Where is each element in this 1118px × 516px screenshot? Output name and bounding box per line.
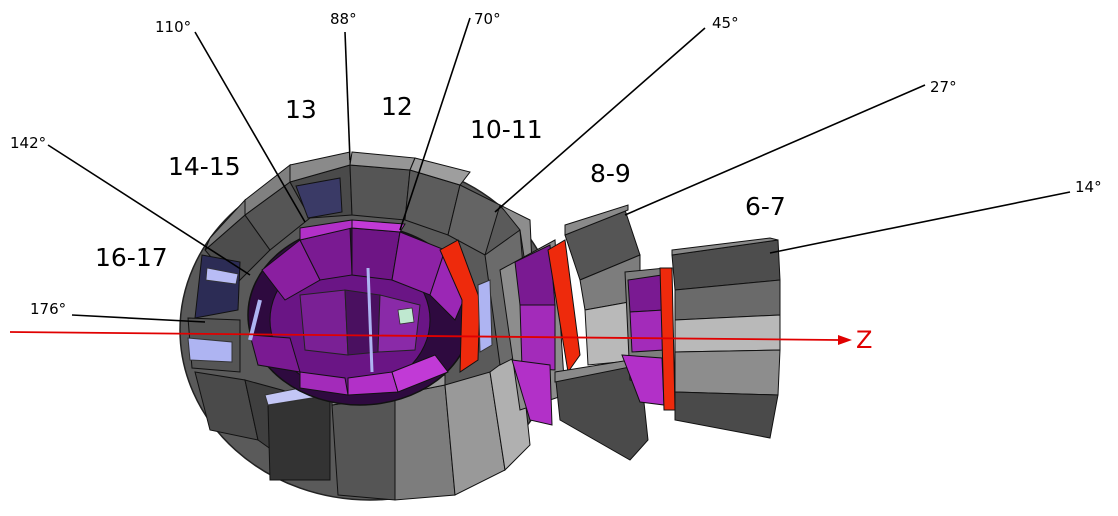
angle-label-110: 110° [155, 18, 191, 36]
angle-label-45: 45° [712, 14, 739, 32]
leader-176 [71, 314, 206, 323]
angle-label-142: 142° [10, 134, 46, 152]
z-axis: Z [9, 326, 872, 354]
leader-88 [344, 31, 351, 161]
ring-labels: 13 12 10-11 14-15 8-9 6-7 16-17 [95, 92, 786, 272]
leader-27 [624, 84, 926, 216]
ring-label-13: 13 [285, 95, 317, 124]
ring-label-6-7: 6-7 [745, 192, 786, 221]
middle-ring-segment [499, 204, 649, 461]
leader-70 [399, 17, 471, 231]
ring-label-12: 12 [381, 92, 413, 121]
ring-label-8-9: 8-9 [590, 159, 631, 188]
angle-label-176: 176° [30, 300, 66, 318]
leader-14 [769, 191, 1071, 254]
right-ring-segment [621, 237, 781, 439]
ring-label-14-15: 14-15 [168, 152, 241, 181]
leader-110 [194, 31, 306, 223]
z-axis-arrowhead [838, 335, 852, 345]
z-axis-line [9, 331, 839, 341]
leader-45 [494, 27, 706, 213]
ring-label-16-17: 16-17 [95, 243, 168, 272]
angle-leader-lines [47, 17, 1071, 323]
angle-labels: 110° 88° 70° 45° 27° 142° 14° 176° [10, 10, 1102, 318]
angle-label-70: 70° [474, 10, 501, 28]
angle-label-88: 88° [330, 10, 357, 28]
angle-label-14: 14° [1075, 178, 1102, 196]
inner-purple-region [247, 219, 473, 406]
red-ring-segment [439, 239, 493, 373]
leader-142 [47, 144, 251, 276]
z-axis-label: Z [856, 326, 872, 354]
ring-label-10-11: 10-11 [470, 115, 543, 144]
angle-label-27: 27° [930, 78, 957, 96]
